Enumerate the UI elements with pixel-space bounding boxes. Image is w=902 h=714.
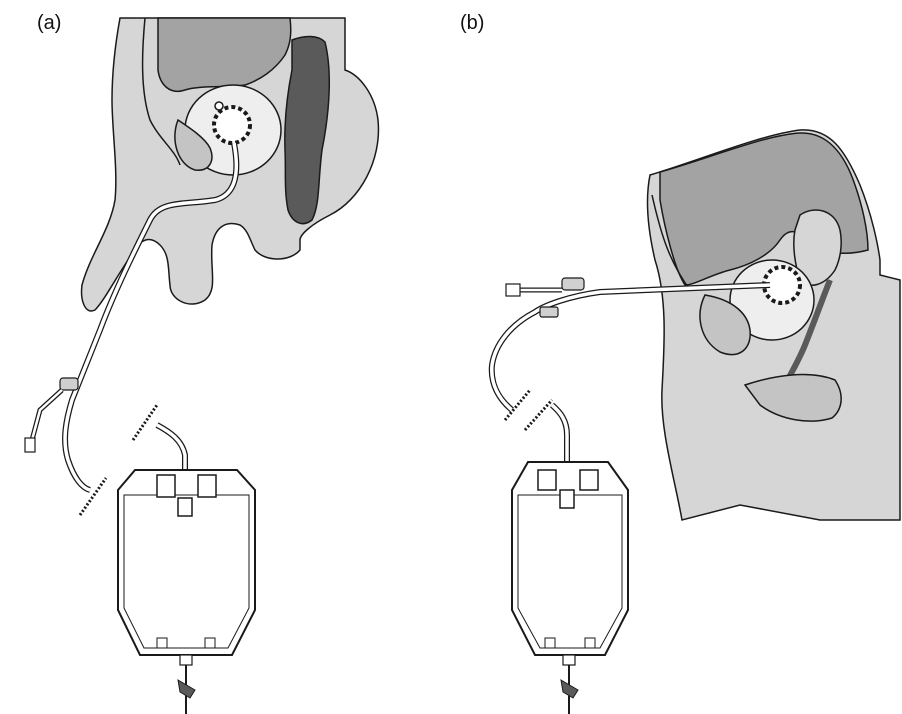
- catheter-tip-a: [215, 102, 223, 110]
- drainage-bag-b: [512, 405, 628, 714]
- catheter-balloon-a: [214, 107, 250, 143]
- break-mark-a2: [133, 405, 157, 440]
- break-mark-b2: [525, 400, 552, 430]
- drainage-bag-a: [118, 425, 255, 714]
- panel-b-anatomy: [648, 130, 900, 520]
